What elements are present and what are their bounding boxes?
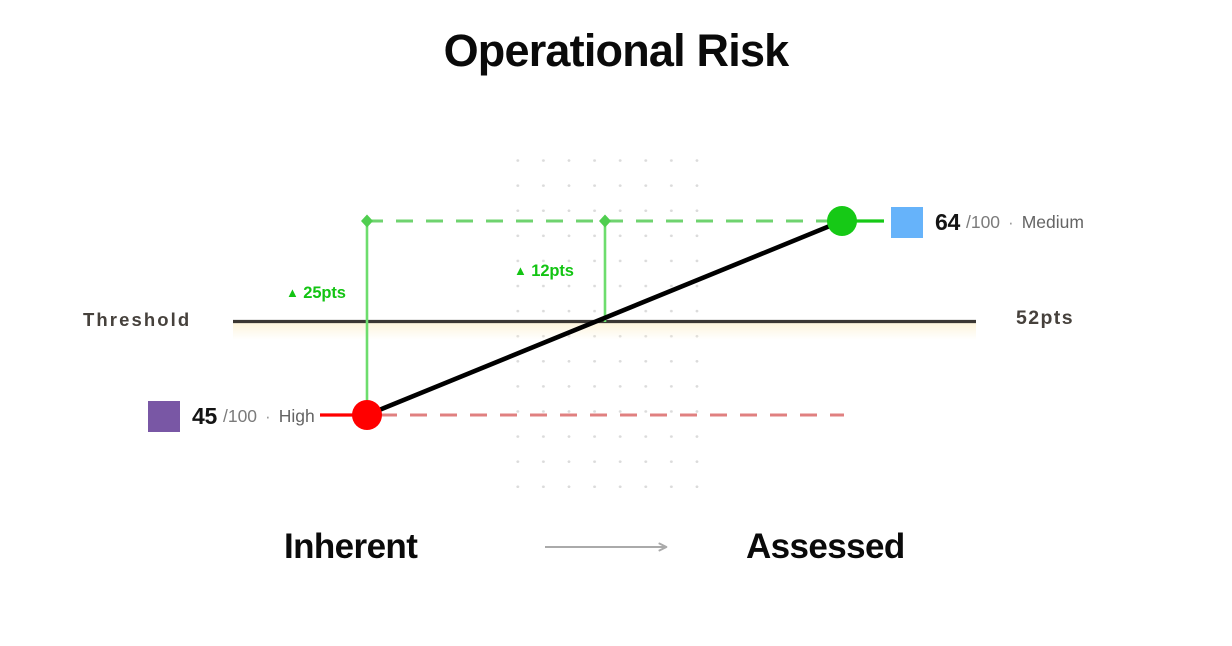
delta-annotation-left: ▲ 25pts (286, 284, 346, 303)
delta-diamond-left (361, 214, 373, 228)
inherent-score-value: 45 (192, 403, 217, 429)
threshold-label: Threshold (83, 309, 192, 330)
assessed-score-denominator: /100 (965, 212, 1001, 232)
delta-diamond-right (599, 214, 611, 228)
page-title: Operational Risk (443, 25, 790, 76)
inherent-score-denominator: /100 (222, 406, 258, 426)
assessed-separator: · (1008, 212, 1014, 232)
stage-caption-assessed: Assessed (746, 527, 905, 566)
threshold-value: 52pts (1016, 307, 1074, 329)
inherent-separator: · (265, 406, 271, 426)
assessed-color-swatch (891, 207, 923, 238)
assessed-score-value: 64 (935, 209, 960, 235)
inherent-score-chip: 45 /100 · High (148, 401, 315, 432)
threshold-glow (233, 322, 976, 340)
inherent-color-swatch (148, 401, 180, 432)
stage-caption-inherent: Inherent (284, 527, 418, 566)
delta-left-label: 25pts (303, 284, 346, 302)
trend-line (364, 218, 845, 418)
assessed-score-chip: 64 /100 · Medium (891, 207, 1084, 238)
delta-right-label: 12pts (531, 262, 574, 280)
triangle-up-icon: ▲ (514, 263, 527, 278)
delta-annotation-right: ▲ 12pts (514, 262, 574, 281)
inherent-risk-band: High (278, 406, 315, 426)
inherent-point-dot (352, 400, 382, 430)
assessed-risk-band: Medium (1021, 212, 1084, 232)
triangle-up-icon: ▲ (286, 285, 299, 300)
assessed-point-dot (827, 206, 857, 236)
